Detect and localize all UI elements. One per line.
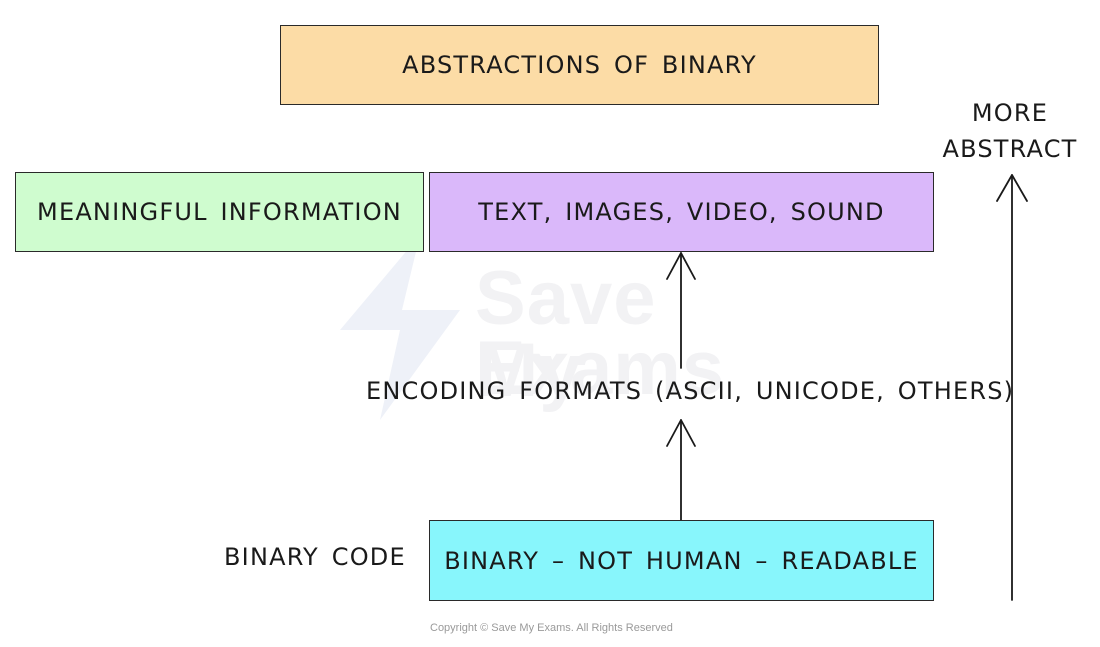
copyright-notice: Copyright © Save My Exams. All Rights Re… <box>430 622 673 634</box>
arrow-more-abstract <box>996 174 1028 601</box>
arrow-encoding-to-media <box>666 252 696 369</box>
binary-box: BINARY – NOT HUMAN – READABLE <box>429 520 934 601</box>
encoding-formats-label: ENCODING FORMATS (ASCII, UNICODE, OTHERS… <box>366 377 1015 405</box>
binary-code-label: BINARY CODE <box>224 543 406 571</box>
more-abstract-line-1: MORE <box>971 99 1049 127</box>
media-types-box: TEXT, IMAGES, VIDEO, SOUND <box>429 172 934 252</box>
more-abstract-label: MORE ABSTRACT <box>930 95 1090 167</box>
arrow-binary-to-encoding <box>666 419 696 521</box>
meaningful-information-box: MEANINGFUL INFORMATION <box>15 172 424 252</box>
more-abstract-line-2: ABSTRACT <box>942 135 1078 163</box>
title-box: ABSTRACTIONS OF BINARY <box>280 25 879 105</box>
